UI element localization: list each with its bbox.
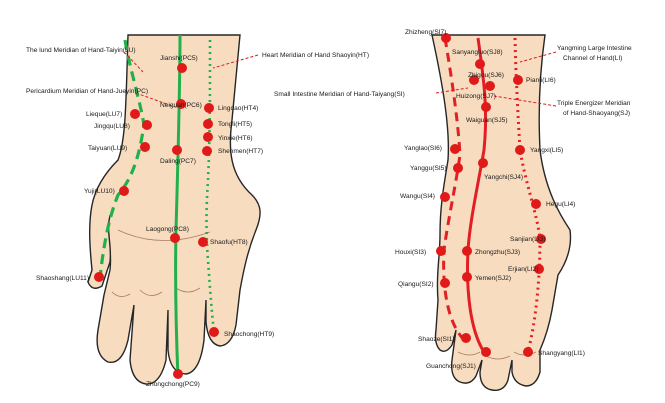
zhigou-label: Zhigou(SJ6) bbox=[468, 72, 504, 79]
shaoze-point bbox=[461, 333, 471, 343]
laogong-point bbox=[170, 233, 180, 243]
waiguan-label: Waiguan(SJ5) bbox=[466, 117, 508, 124]
houxi-point bbox=[436, 246, 446, 256]
erjian-label: Erjian(LI2) bbox=[508, 266, 538, 273]
shaofu-label: Shaofu(HT8) bbox=[210, 239, 248, 246]
li-meridian-label-line2: Channel of Hand(LI) bbox=[563, 55, 622, 62]
houxi-label: Houxi(SI3) bbox=[395, 249, 426, 256]
lu-meridian-label: The lund Meridian of Hand-Taiyin(LU) bbox=[26, 47, 136, 54]
zhizheng-label: Zhizheng(SI7) bbox=[405, 29, 446, 36]
zhongchong-label: Zhongchong(PC9) bbox=[146, 381, 200, 388]
huizong-point bbox=[485, 81, 495, 91]
yanglao-label: Yanglao(SI6) bbox=[404, 145, 442, 152]
hegu-point bbox=[531, 199, 541, 209]
huizong-label: Huizong(SJ7) bbox=[456, 93, 496, 100]
lingdao-label: Lingdao(HT4) bbox=[218, 105, 258, 112]
jianshi-point bbox=[177, 63, 187, 73]
pianli-point bbox=[513, 75, 523, 85]
ht-meridian-label: Heart Meridian of Hand Shaoyin(HT) bbox=[262, 52, 369, 59]
li-meridian-label-line1: Yangming Large Intestine bbox=[557, 45, 632, 52]
yangchi-label: Yangchi(SJ4) bbox=[484, 174, 523, 181]
shaoze-label: Shaoze(SI1) bbox=[418, 336, 455, 343]
shaochong-label: Shaochong(HT9) bbox=[224, 331, 274, 338]
shaoshang-label: Shaoshang(LU11) bbox=[36, 275, 89, 282]
taiyuan-label: Taiyuan(LU9) bbox=[88, 145, 127, 152]
zhongzhu-label: Zhongzhu(SJ3) bbox=[475, 249, 520, 256]
qiangu-point bbox=[440, 278, 450, 288]
daling-point bbox=[172, 145, 182, 155]
yinxie-point bbox=[203, 132, 213, 142]
lieque-point bbox=[130, 109, 140, 119]
laogong-label: Laogong(PC8) bbox=[146, 226, 189, 233]
yuji-label: Yuji(LU10) bbox=[84, 188, 115, 195]
waiguan-point bbox=[481, 102, 491, 112]
tongli-point bbox=[203, 119, 213, 129]
right-hand: Yangming Large Intestine Channel of Hand… bbox=[274, 29, 632, 390]
yanglao-point bbox=[450, 144, 460, 154]
shaochong-point bbox=[209, 327, 219, 337]
pc-meridian-label: Pericardium Meridian of Hand-Jueyin(PC) bbox=[26, 88, 148, 95]
guanchong-point bbox=[481, 347, 491, 357]
yanggu-point bbox=[453, 163, 463, 173]
shangyang-point bbox=[523, 347, 533, 357]
yangxi-point bbox=[515, 145, 525, 155]
sanjian-label: Sanjian(LI3) bbox=[510, 236, 546, 243]
daling-label: Daling(PC7) bbox=[160, 158, 196, 165]
guanchong-label: Guanchong(SJ1) bbox=[426, 363, 476, 370]
yuji-point bbox=[119, 186, 129, 196]
sj-meridian-label-line1: Triple Energizer Meridian bbox=[557, 100, 631, 107]
shangyang-label: Shangyang(LI1) bbox=[538, 350, 585, 357]
zhongzhu-point bbox=[462, 246, 472, 256]
sj-meridian-label-line2: of Hand-Shaoyang(SJ) bbox=[563, 110, 630, 117]
jingqu-label: Jingqu(LU8) bbox=[94, 123, 130, 130]
shenmen-point bbox=[202, 146, 212, 156]
wangu-point bbox=[440, 192, 450, 202]
wangu-label: Wangu(SI4) bbox=[400, 193, 435, 200]
lieque-label: Lieque(LU7) bbox=[86, 111, 122, 118]
pianli-label: Pianli(LI6) bbox=[526, 77, 556, 84]
shaoshang-point bbox=[94, 272, 104, 282]
yemen-label: Yemen(SJ2) bbox=[475, 275, 511, 282]
left-hand: The lund Meridian of Hand-Taiyin(LU) Per… bbox=[26, 35, 369, 388]
sanyangluo-point bbox=[475, 59, 485, 69]
shaofu-point bbox=[198, 237, 208, 247]
lingdao-point bbox=[204, 103, 214, 113]
jingqu-point bbox=[142, 120, 152, 130]
hegu-label: Hegu(LI4) bbox=[546, 201, 575, 208]
shenmen-label: Shenmen(HT7) bbox=[218, 148, 263, 155]
yangchi-point bbox=[478, 158, 488, 168]
si-meridian-label: Small Intestine Meridian of Hand-Taiyang… bbox=[274, 91, 405, 98]
tongli-label: Tongli(HT5) bbox=[218, 121, 252, 128]
qiangu-label: Qiangu(SI2) bbox=[398, 281, 434, 288]
sanyangluo-label: Sanyangluo(SJ8) bbox=[452, 49, 503, 56]
taiyuan-point bbox=[140, 142, 150, 152]
yinxie-label: Yinxie(HT6) bbox=[218, 135, 253, 142]
neiguan-label: Neiguan(PC6) bbox=[160, 102, 202, 109]
yangxi-label: Yangxi(LI5) bbox=[530, 147, 563, 154]
jianshi-label: Jianshi(PC5) bbox=[160, 55, 198, 62]
yemen-point bbox=[462, 272, 472, 282]
zhongchong-point bbox=[173, 369, 183, 379]
yanggu-label: Yanggu(SI5) bbox=[410, 165, 447, 172]
